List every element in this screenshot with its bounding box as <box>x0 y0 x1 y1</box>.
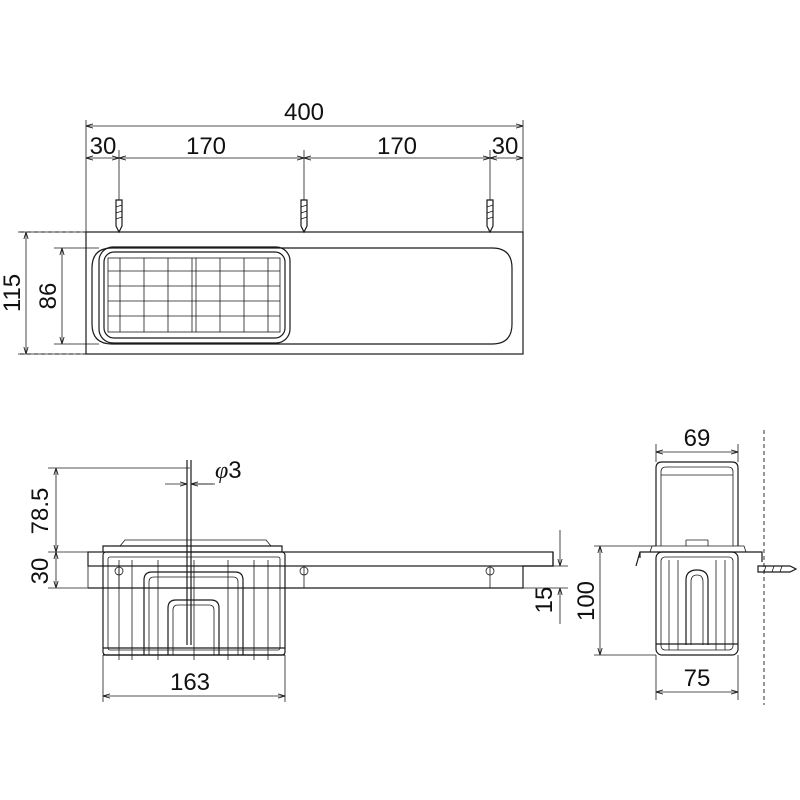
screw-front-right <box>485 566 495 588</box>
screw-top-left <box>115 199 123 234</box>
dim-label-400: 400 <box>284 99 324 126</box>
side-view: 69 100 <box>573 425 798 705</box>
dim-label-69: 69 <box>684 425 711 452</box>
dim-label-163: 163 <box>170 669 210 696</box>
screw-side <box>757 565 798 573</box>
dim-label-100: 100 <box>573 581 600 621</box>
screw-top-right <box>486 199 494 234</box>
basket-side <box>655 551 739 656</box>
tray-recess <box>91 247 513 345</box>
dim-label-75: 75 <box>684 665 711 692</box>
dim-label-30-front: 30 <box>27 558 54 585</box>
screw-top-center <box>300 199 308 234</box>
dim-label-86: 86 <box>35 283 62 310</box>
screw-front-center <box>299 566 309 588</box>
dim-label-left-span: 170 <box>186 133 226 160</box>
basket-front <box>102 551 286 660</box>
dim-label-78-5: 78.5 <box>27 488 54 535</box>
dim-label-left-margin: 30 <box>90 133 117 160</box>
front-view: 78.5 30 φ3 <box>27 457 568 702</box>
dim-label-15: 15 <box>531 587 558 614</box>
dim-label-right-span: 170 <box>377 133 417 160</box>
shelf-outline-top <box>85 231 524 355</box>
dim-label-115: 115 <box>0 274 26 312</box>
dim-label-phi3: φ3 <box>215 457 242 484</box>
top-view: 400 30 170 170 30 <box>0 99 524 355</box>
basket-grid-top <box>98 246 291 344</box>
dim-label-right-margin: 30 <box>492 133 519 160</box>
shelf-plate-side <box>635 551 763 567</box>
